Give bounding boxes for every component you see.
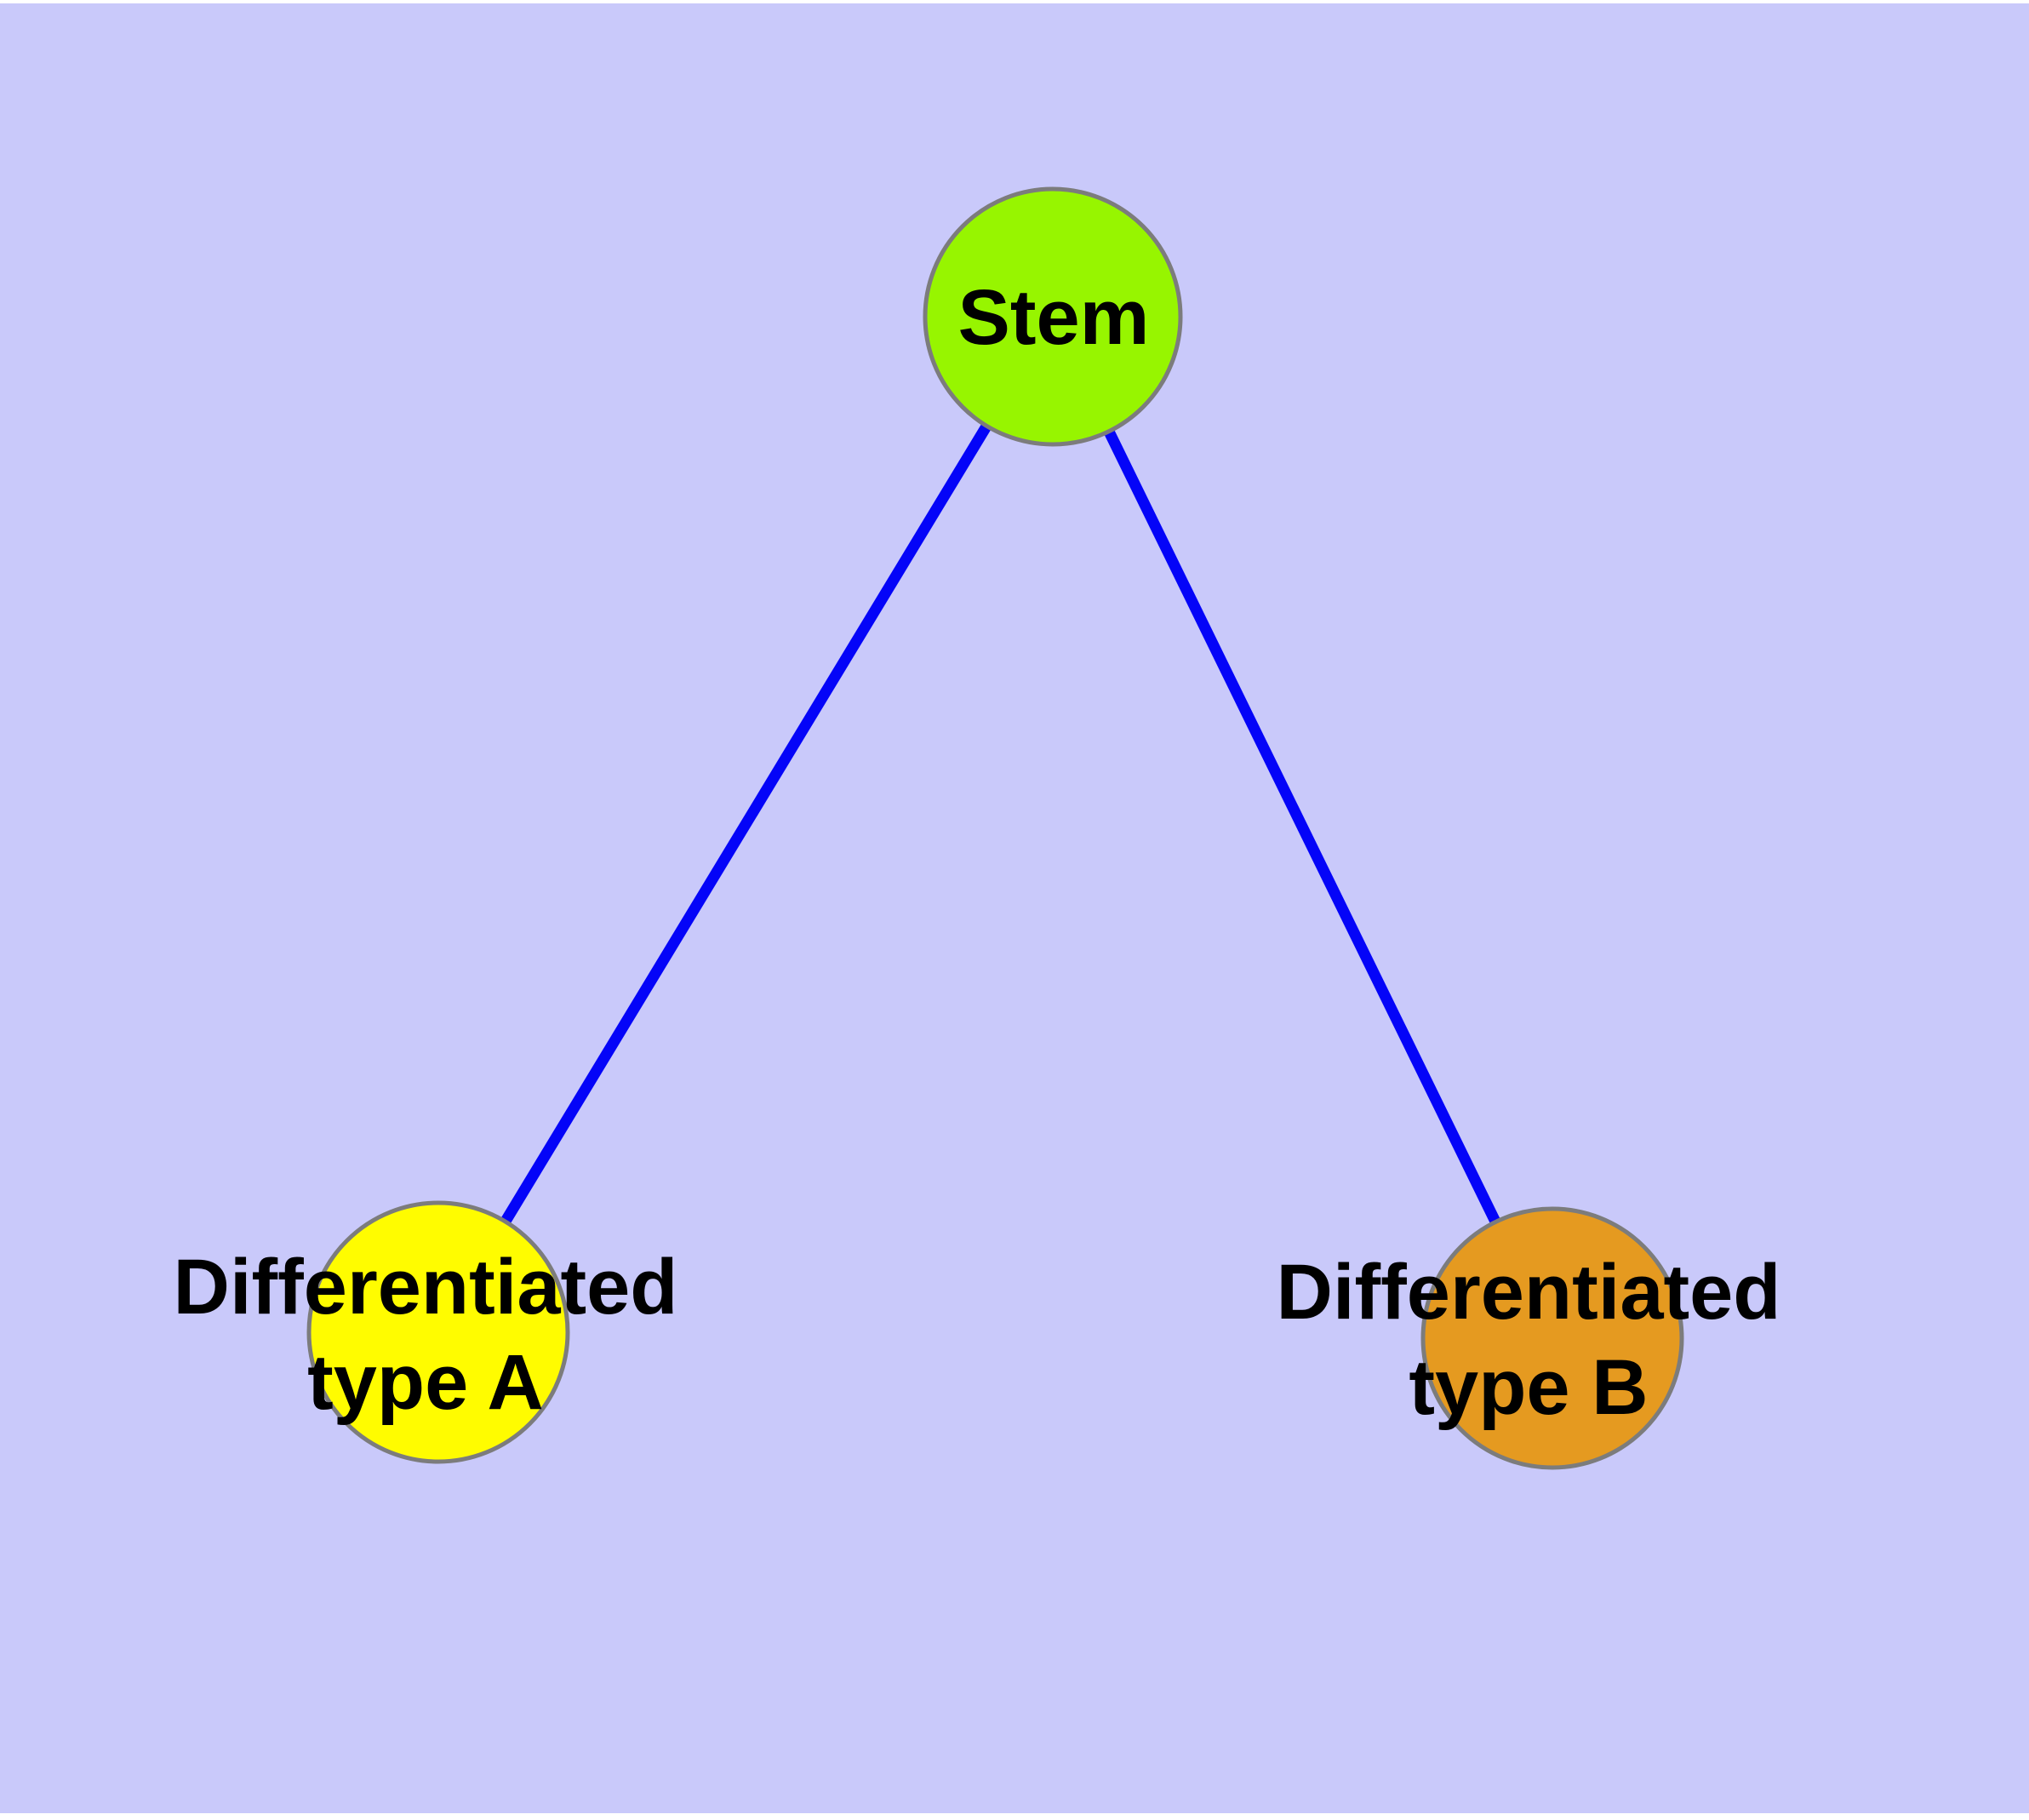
edge-stem-to-type-a — [433, 313, 1058, 1336]
node-type-a-label: Differentiated type A — [173, 1243, 678, 1426]
node-type-b-circle — [1420, 1206, 1684, 1470]
node-type-b-label: Differentiated type B — [1276, 1248, 1781, 1431]
node-type-a-circle — [306, 1200, 570, 1464]
node-stem-label: Stem — [957, 273, 1150, 361]
node-stem-circle — [923, 186, 1183, 447]
edge-stem-to-type-b — [1048, 314, 1557, 1341]
